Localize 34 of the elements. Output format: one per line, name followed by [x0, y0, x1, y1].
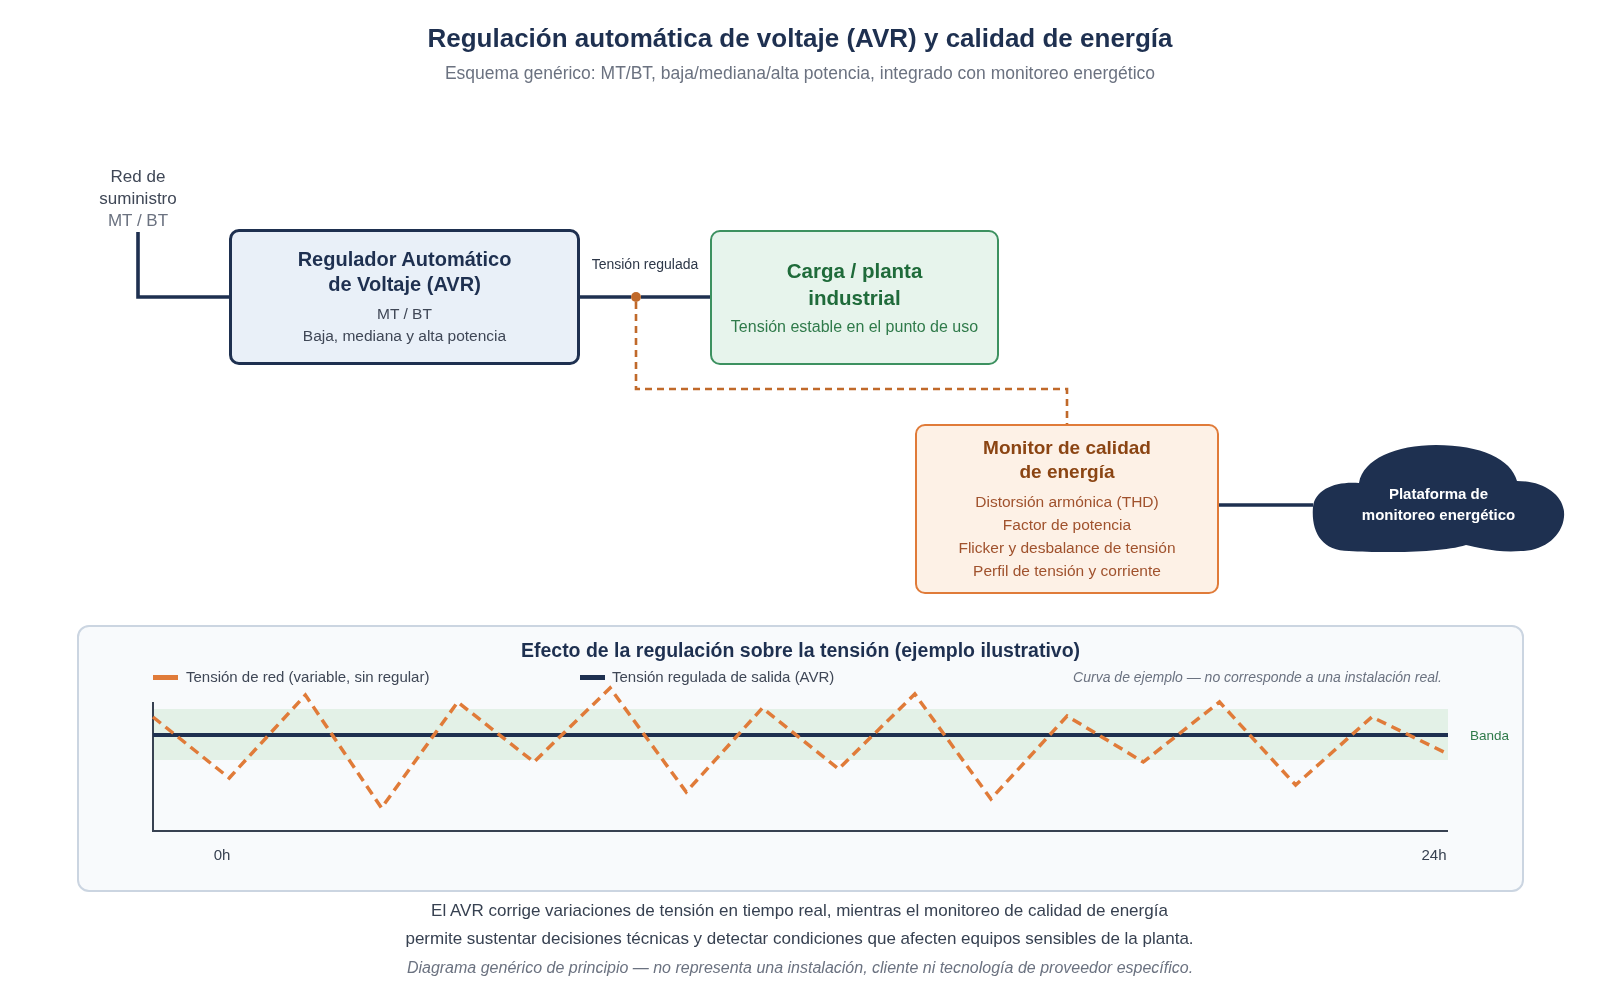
- box-title: Carga / planta industrial: [785, 258, 924, 311]
- node-label: Plataforma de monitoreo energético: [1360, 484, 1517, 525]
- axis-tick-label: 0h: [213, 845, 231, 865]
- band-label: Banda: [1470, 727, 1510, 745]
- chart-title: Efecto de la regulación sobre la tensión (ejemplo ilustrativo): [520, 638, 1081, 663]
- list-item: Factor de potencia: [1002, 515, 1132, 535]
- chart-note: Curva de ejemplo — no corresponde a una instalación real.: [1073, 667, 1442, 687]
- edge-label: Tensión regulada: [591, 254, 699, 274]
- diagram-subtitle: Esquema genérico: MT/BT, baja/mediana/alta potencia, integrado con monitoreo energético: [444, 61, 1156, 85]
- box-title: Monitor de calidad de energía: [982, 436, 1152, 484]
- load-box: [710, 230, 999, 365]
- box-text: Baja, mediana y alta potencia: [302, 326, 507, 346]
- voltage-level-label: MT / BT: [107, 210, 169, 232]
- legend-label: Tensión de red (variable, sin regular): [186, 667, 430, 687]
- connector-line: [641, 295, 710, 299]
- legend-label: Tensión regulada de salida (AVR): [612, 667, 835, 687]
- disclaimer-note: Diagrama genérico de principio — no representa una instalación, cliente ni tecnología de proveedor específico.: [406, 957, 1194, 978]
- connector-line: [136, 232, 229, 299]
- regulator-box: [229, 229, 580, 365]
- diagram-title: Regulación automática de voltaje (AVR) y calidad de energía: [427, 22, 1173, 56]
- caption-text: El AVR corrige variaciones de tensión en tiempo real, mientras el monitoreo de calidad de energía permite sustentar decisiones técnicas y detectar condiciones que afecten equipos sensibles de la planta.: [404, 900, 1195, 950]
- monitor-box: [915, 424, 1219, 594]
- connector-line: [580, 295, 631, 299]
- source-label: Red de suministro: [98, 166, 178, 210]
- connector-line: [1219, 503, 1313, 507]
- voltage-level-label: MT / BT: [377, 304, 432, 324]
- dashed-connector: [634, 302, 1069, 424]
- junction-dot-icon: [631, 292, 641, 302]
- list-item: Flicker y desbalance de tensión: [958, 538, 1176, 558]
- axis-tick-label: 24h: [1421, 845, 1447, 865]
- list-item: Distorsión armónica (THD): [975, 492, 1159, 512]
- list-item: Perfil de tensión y corriente: [973, 561, 1161, 581]
- box-title: Regulador Automático de Voltaje (AVR): [296, 247, 513, 297]
- box-text: Tensión estable en el punto de uso: [730, 317, 979, 337]
